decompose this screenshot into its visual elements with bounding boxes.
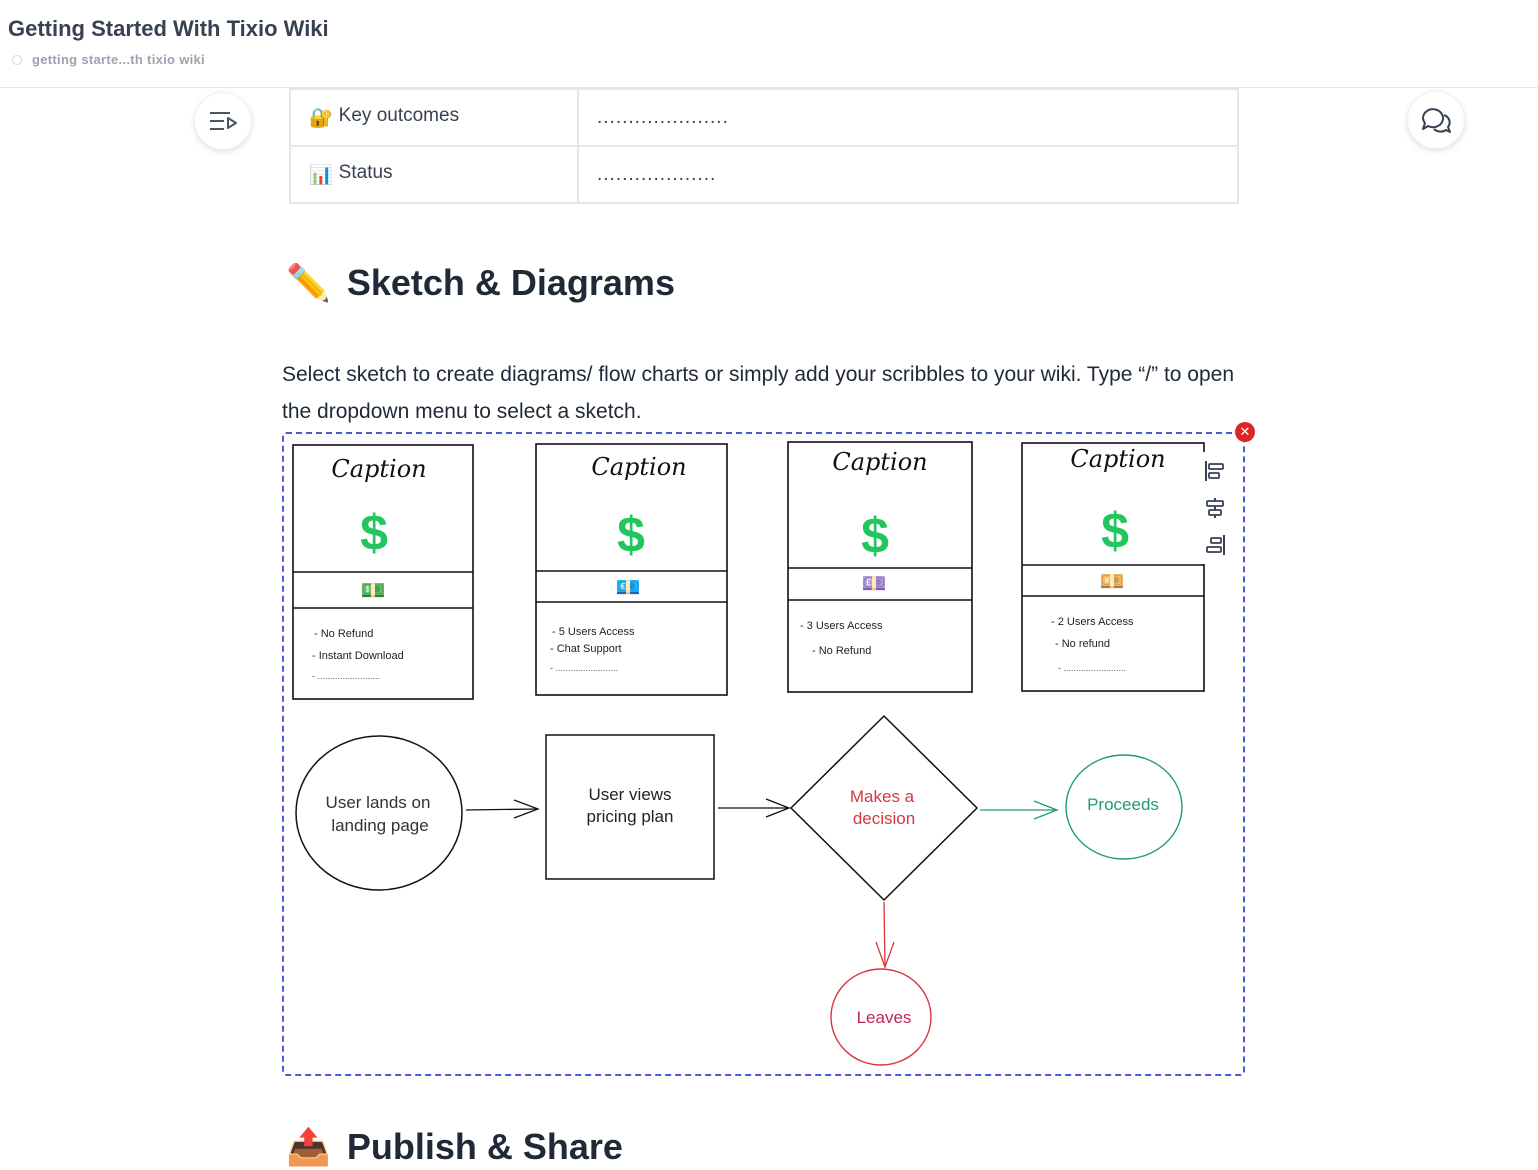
card-line: - Instant Download [312, 650, 404, 662]
align-right-icon[interactable] [1203, 533, 1227, 557]
lock-icon: 🔐 [309, 108, 333, 129]
money-icon: 💷 [862, 573, 887, 595]
property-key-label: Status [338, 162, 393, 183]
pricing-card: Caption $ 💵 - No Refund - Instant Downlo… [292, 444, 474, 700]
arrow [465, 799, 540, 819]
table-of-contents-button[interactable] [194, 92, 252, 150]
sketch-block[interactable] [282, 432, 1245, 1076]
outline-icon [210, 112, 237, 130]
node-label: landing page [331, 816, 428, 835]
page-status-icon [12, 54, 22, 65]
property-key-label: Key outcomes [338, 105, 460, 126]
pricing-card: Caption $ 💴 - 2 Users Access - No refund… [1021, 442, 1205, 692]
sketch-description: Select sketch to create diagrams/ flow c… [282, 363, 1235, 423]
section-heading-sketch: ✏️ Sketch & Diagrams [286, 262, 675, 304]
property-row[interactable]: 🔐Key outcomes ..................... [289, 88, 1239, 147]
card-line: - 5 Users Access [552, 626, 635, 638]
properties-table: 🔐Key outcomes ..................... 📊Sta… [289, 88, 1239, 204]
dollar-icon: $ [861, 508, 889, 564]
card-caption: Caption [832, 448, 927, 476]
money-icon: 💵 [361, 580, 386, 602]
flow-decision-node: Makes a decision [789, 714, 979, 902]
pencil-icon: ✏️ [286, 262, 331, 303]
money-icon: 💴 [1100, 571, 1125, 593]
flow-start-node: User lands on landing page [295, 735, 463, 891]
dollar-icon: $ [1101, 503, 1129, 559]
heading-text: Publish & Share [346, 1126, 623, 1167]
card-caption: Caption [591, 453, 686, 481]
node-label: decision [853, 809, 915, 828]
dollar-icon: $ [360, 505, 388, 561]
flow-leaves-node: Leaves [830, 968, 932, 1066]
arrow-yes [980, 800, 1059, 820]
node-label: Leaves [857, 1008, 912, 1027]
card-line: - ......................... [550, 663, 618, 673]
node-label: User views [588, 785, 671, 804]
remove-sketch-button[interactable]: ✕ [1235, 422, 1255, 442]
property-value[interactable]: ................... [577, 145, 1239, 204]
arrow [718, 798, 791, 818]
flow-step-node: User views pricing plan [545, 734, 715, 880]
property-key: 📊Status [289, 145, 579, 204]
comments-button[interactable] [1407, 91, 1465, 149]
dollar-icon: $ [617, 507, 645, 563]
property-value[interactable]: ..................... [577, 88, 1239, 147]
card-line: - ......................... [312, 671, 380, 681]
section-heading-publish: 📤 Publish & Share [286, 1126, 623, 1168]
align-toolbar [1196, 452, 1234, 564]
bar-chart-icon: 📊 [309, 165, 333, 186]
flow-proceeds-node: Proceeds [1065, 754, 1183, 860]
arrow-no [875, 901, 895, 969]
card-line: - 2 Users Access [1051, 616, 1134, 628]
align-left-icon[interactable] [1203, 459, 1227, 483]
node-label: Proceeds [1087, 795, 1159, 814]
card-line: - ......................... [1058, 663, 1126, 673]
card-caption: Caption [331, 455, 426, 483]
money-icon: 💶 [616, 577, 641, 599]
card-caption: Caption [1070, 445, 1165, 473]
pricing-card: Caption $ 💶 - 5 Users Access - Chat Supp… [535, 443, 728, 696]
breadcrumb-label: getting starte...th tixio wiki [32, 52, 205, 67]
card-line: - No refund [1055, 638, 1110, 650]
node-label: pricing plan [587, 807, 674, 826]
card-line: - 3 Users Access [800, 620, 883, 632]
card-line: - No Refund [314, 628, 373, 640]
property-row[interactable]: 📊Status ................... [289, 145, 1239, 204]
node-label: User lands on [326, 793, 431, 812]
heading-text: Sketch & Diagrams [346, 262, 675, 303]
page-title: Getting Started With Tixio Wiki [8, 16, 329, 41]
pricing-card: Caption $ 💷 - 3 Users Access - No Refund [787, 441, 973, 693]
align-center-icon[interactable] [1203, 496, 1227, 520]
card-line: - Chat Support [550, 643, 622, 655]
node-label: Makes a [850, 787, 915, 806]
card-line: - No Refund [812, 645, 871, 657]
breadcrumb[interactable]: getting starte...th tixio wiki [12, 52, 205, 67]
chat-bubbles-icon [1422, 108, 1451, 133]
top-bar: Getting Started With Tixio Wiki getting … [0, 0, 1538, 88]
property-key: 🔐Key outcomes [289, 88, 579, 147]
outbox-icon: 📤 [286, 1126, 331, 1167]
